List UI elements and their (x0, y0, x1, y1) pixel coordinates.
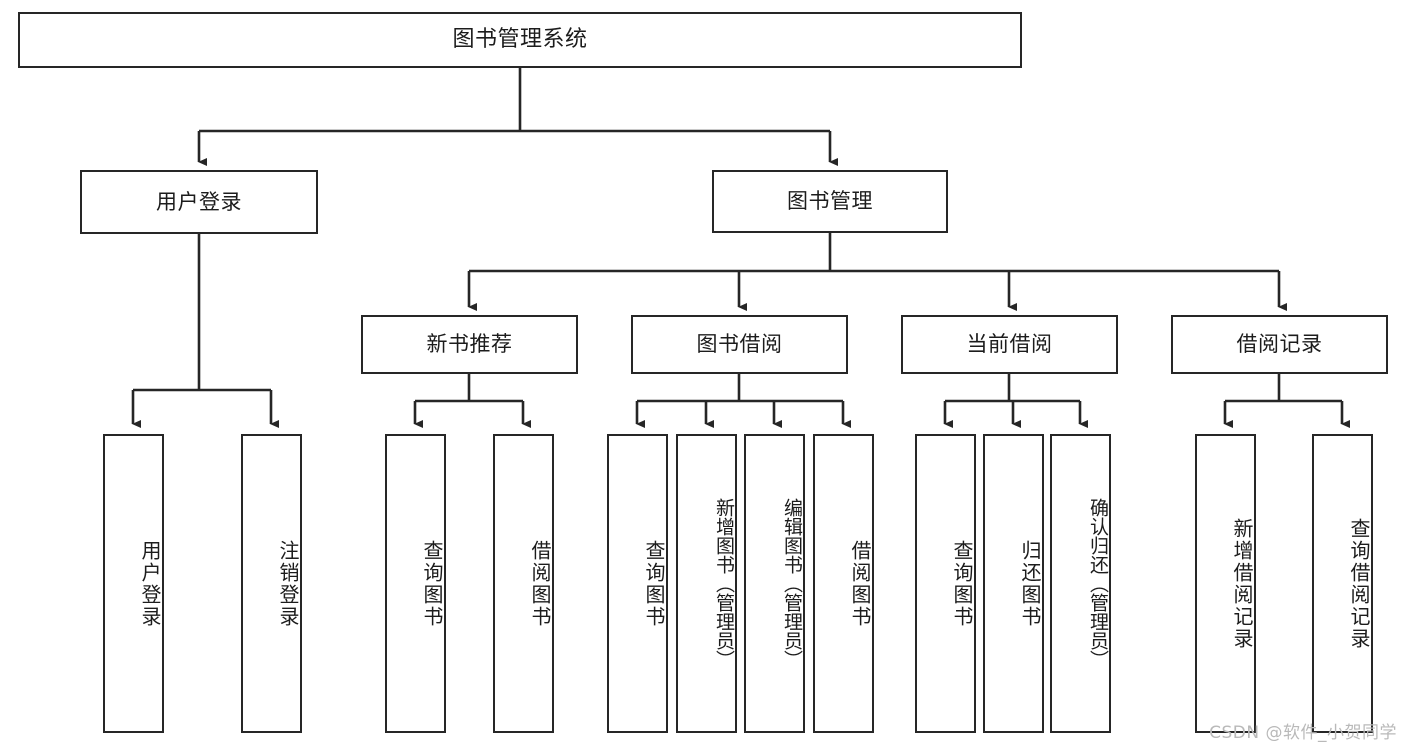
leaf-user-login[interactable]: 用户登录 (103, 434, 164, 733)
leaf-borrow-book-recommend[interactable]: 借阅图书 (493, 434, 554, 733)
leaf-confirm-return-admin[interactable]: 确认归还（管理员） (1050, 434, 1111, 733)
node-book-manage[interactable]: 图书管理 (712, 170, 948, 233)
leaf-query-book-current[interactable]: 查询图书 (915, 434, 976, 733)
node-user-login[interactable]: 用户登录 (80, 170, 318, 234)
leaf-edit-book-admin[interactable]: 编辑图书（管理员） (744, 434, 805, 733)
node-root-system[interactable]: 图书管理系统 (18, 12, 1022, 68)
node-current-borrow[interactable]: 当前借阅 (901, 315, 1118, 374)
leaf-query-book-borrow[interactable]: 查询图书 (607, 434, 668, 733)
leaf-add-borrow-record[interactable]: 新增借阅记录 (1195, 434, 1256, 733)
leaf-logout-login[interactable]: 注销登录 (241, 434, 302, 733)
leaf-query-book-recommend[interactable]: 查询图书 (385, 434, 446, 733)
leaf-add-book-admin[interactable]: 新增图书（管理员） (676, 434, 737, 733)
leaf-return-book[interactable]: 归还图书 (983, 434, 1044, 733)
node-borrow-record[interactable]: 借阅记录 (1171, 315, 1388, 374)
csdn-watermark: CSDN @软件_小贺同学 (1209, 723, 1397, 743)
node-book-borrow[interactable]: 图书借阅 (631, 315, 848, 374)
leaf-borrow-book-borrow[interactable]: 借阅图书 (813, 434, 874, 733)
node-new-book-recommend[interactable]: 新书推荐 (361, 315, 578, 374)
leaf-query-borrow-record[interactable]: 查询借阅记录 (1312, 434, 1373, 733)
